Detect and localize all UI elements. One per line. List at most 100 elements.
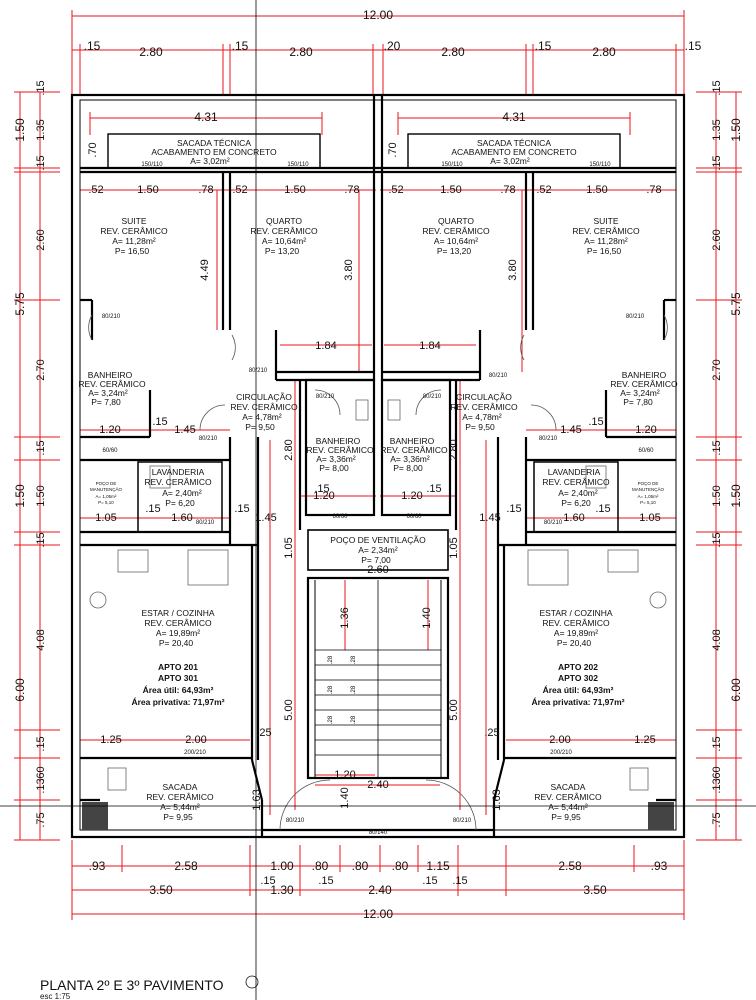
svg-text:1.50: 1.50: [284, 184, 305, 196]
svg-text:80/210: 80/210: [423, 394, 442, 400]
svg-text:.80: .80: [352, 859, 369, 873]
room-suite: SUITE REV. CERÂMICO A= 11,28m² P= 16,50: [100, 216, 168, 256]
svg-text:80/210: 80/210: [316, 394, 335, 400]
svg-text:.52: .52: [536, 184, 551, 196]
column: [82, 802, 108, 830]
svg-text:1.50: 1.50: [35, 485, 47, 506]
svg-text:P= 8,00: P= 8,00: [393, 463, 423, 473]
svg-text:80/210: 80/210: [196, 520, 215, 526]
svg-text:.15: .15: [35, 440, 47, 455]
svg-text:6.00: 6.00: [13, 678, 27, 702]
svg-text:P= 20,40: P= 20,40: [557, 638, 592, 648]
svg-text:REV. CERÂMICO: REV. CERÂMICO: [422, 226, 490, 236]
svg-text:1.05: 1.05: [95, 512, 116, 524]
svg-text:.28: .28: [351, 715, 357, 724]
svg-text:SACADA: SACADA: [163, 782, 198, 792]
svg-text:80/210: 80/210: [249, 368, 268, 374]
svg-text:REV. CERÂMICO: REV. CERÂMICO: [250, 226, 318, 236]
svg-text:150/110: 150/110: [441, 162, 463, 168]
svg-text:200/210: 200/210: [184, 750, 206, 756]
svg-text:CIRCULAÇÃO: CIRCULAÇÃO: [236, 392, 292, 402]
svg-text:1.50: 1.50: [137, 184, 158, 196]
svg-text:ESTAR / COZINHA: ESTAR / COZINHA: [141, 608, 214, 618]
svg-text:.25: .25: [484, 727, 499, 739]
svg-text:1.20: 1.20: [334, 769, 355, 781]
svg-text:5.00: 5.00: [448, 699, 460, 720]
walls: [70, 93, 686, 839]
svg-text:ACABAMENTO EM CONCRETO: ACABAMENTO EM CONCRETO: [451, 147, 577, 157]
svg-text:POÇO DE VENTILAÇÃO: POÇO DE VENTILAÇÃO: [330, 535, 426, 545]
svg-text:2.80: 2.80: [283, 439, 295, 460]
room-circulacao: CIRCULAÇÃO REV. CERÂMICO A= 4,78m² P= 9,…: [450, 392, 518, 432]
svg-text:1.50: 1.50: [440, 184, 461, 196]
svg-text:A= 4,78m²: A= 4,78m²: [242, 412, 282, 422]
svg-text:80/210: 80/210: [489, 373, 508, 379]
room-sacada: SACADA REV. CERÂMICO A= 5,44m² P= 9,95: [146, 782, 214, 822]
svg-text:1.50: 1.50: [13, 118, 27, 142]
svg-text:1.45: 1.45: [174, 424, 195, 436]
room-banheiro-suite: BANHEIRO REV. CERÂMICO A= 3,24m² P= 7,80: [78, 370, 146, 407]
door-swings: [88, 314, 668, 831]
svg-text:1.60: 1.60: [563, 512, 584, 524]
apto-info: APTO 201 APTO 301 Área útil: 64,93m² Áre…: [131, 662, 224, 707]
svg-text:1.20: 1.20: [635, 424, 656, 436]
svg-text:P= 16,50: P= 16,50: [115, 246, 150, 256]
svg-text:5.75: 5.75: [729, 292, 743, 316]
svg-text:Área privativa: 71,97m²: Área privativa: 71,97m²: [131, 697, 224, 707]
svg-text:2.60: 2.60: [35, 229, 47, 250]
svg-text:2.80: 2.80: [289, 45, 313, 59]
svg-text:2.80: 2.80: [448, 439, 460, 460]
svg-text:.15: .15: [711, 80, 723, 95]
svg-text:.60: .60: [711, 766, 723, 781]
room-sacada: SACADA REV. CERÂMICO A= 5,44m² P= 9,95: [534, 782, 602, 822]
dim-overall-bottom: 12.00: [363, 907, 393, 921]
svg-text:.15: .15: [535, 39, 552, 53]
svg-text:QUARTO: QUARTO: [266, 216, 302, 226]
svg-text:.93: .93: [651, 859, 668, 873]
svg-text:.15: .15: [234, 503, 249, 515]
svg-text:5.75: 5.75: [13, 292, 27, 316]
svg-text:60/60: 60/60: [406, 514, 422, 520]
room-lavanderia: LAVANDERIA REV. CERÂMICO A= 2,40m² P= 6,…: [144, 467, 212, 508]
svg-text:A= 11,28m²: A= 11,28m²: [584, 236, 628, 246]
svg-text:SACADA TÉCNICA: SACADA TÉCNICA: [477, 138, 551, 148]
room-sacada-tecnica: SACADA TÉCNICA ACABAMENTO EM CONCRETO A=…: [151, 138, 277, 166]
svg-text:1.50: 1.50: [586, 184, 607, 196]
svg-text:.15: .15: [35, 155, 47, 170]
svg-text:A= 2,34m²: A= 2,34m²: [358, 545, 398, 555]
title-block: PLANTA 2º E 3º PAVIMENTO esc 1:75: [40, 975, 259, 1000]
svg-text:REV. CERÂMICO: REV. CERÂMICO: [542, 477, 610, 487]
svg-text:REV. CERÂMICO: REV. CERÂMICO: [146, 792, 214, 802]
svg-text:ESTAR / COZINHA: ESTAR / COZINHA: [539, 608, 612, 618]
svg-text:P= 9,95: P= 9,95: [163, 812, 193, 822]
svg-text:A= 5,44m²: A= 5,44m²: [548, 802, 588, 812]
svg-text:.28: .28: [351, 685, 357, 694]
svg-text:APTO 302: APTO 302: [558, 673, 598, 683]
room-estar-cozinha: ESTAR / COZINHA REV. CERÂMICO A= 19,89m²…: [539, 608, 612, 648]
dimension-labels: 12.00 .15 2.80 .15 2.80 .20 2.80 .15 2.8…: [84, 8, 702, 921]
svg-text:A= 2,40m²: A= 2,40m²: [558, 488, 598, 498]
svg-text:P= 16,50: P= 16,50: [587, 246, 622, 256]
svg-text:1.25: 1.25: [100, 734, 121, 746]
svg-text:.75: .75: [35, 812, 47, 827]
svg-text:.15: .15: [145, 503, 160, 515]
drawing-title: PLANTA 2º E 3º PAVIMENTO: [40, 977, 224, 993]
svg-text:.78: .78: [500, 184, 515, 196]
room-quarto: QUARTO REV. CERÂMICO A= 10,64m² P= 13,20: [250, 216, 318, 256]
svg-text:.15: .15: [588, 416, 603, 428]
svg-text:P= 7,80: P= 7,80: [623, 397, 653, 407]
svg-text:3.80: 3.80: [343, 259, 355, 280]
svg-text:APTO 301: APTO 301: [158, 673, 198, 683]
svg-text:80/210: 80/210: [626, 314, 645, 320]
svg-text:1.30: 1.30: [270, 883, 294, 897]
svg-text:P= 8,00: P= 8,00: [319, 463, 349, 473]
room-banheiro: BANHEIRO REV. CERÂMICO A= 3,36m² P= 8,00: [306, 436, 374, 473]
svg-text:2.60: 2.60: [367, 564, 388, 576]
svg-text:2.70: 2.70: [35, 359, 47, 380]
svg-text:3.50: 3.50: [583, 883, 607, 897]
svg-text:1.84: 1.84: [419, 340, 440, 352]
svg-text:A= 1,05m²: A= 1,05m²: [96, 494, 117, 499]
dimension-lines: [14, 10, 742, 920]
svg-text:1.15: 1.15: [426, 859, 450, 873]
